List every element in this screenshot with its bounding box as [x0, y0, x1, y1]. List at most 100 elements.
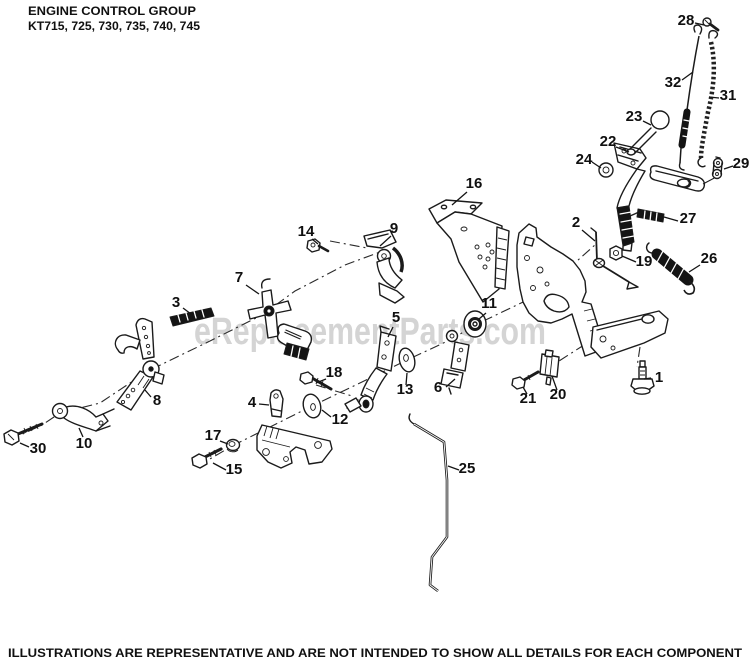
part-21-screw-graphic — [511, 370, 540, 390]
part-12-washer-graphic — [302, 393, 322, 419]
leader-line — [522, 386, 528, 395]
part-number-label: 21 — [520, 390, 537, 407]
leader-line — [642, 120, 652, 126]
part-10-link-graphic — [51, 402, 115, 432]
callout-2: 2 — [572, 214, 596, 242]
callout-layer: 1234567891011121314151617181920212223242… — [19, 12, 750, 478]
part-number-label: 19 — [636, 253, 653, 270]
leader-line — [591, 161, 602, 169]
callout-14: 14 — [298, 223, 319, 245]
callout-32: 32 — [665, 71, 694, 91]
part-number-label: 20 — [550, 386, 567, 403]
leader-line — [621, 255, 637, 263]
part-number-label: 16 — [466, 175, 483, 192]
leader-line — [245, 284, 260, 295]
part-7-lever-graphic — [247, 278, 313, 361]
leader-line — [451, 191, 468, 206]
callout-1: 1 — [643, 369, 663, 386]
part-number-label: 30 — [30, 440, 47, 457]
leader-line — [405, 372, 408, 386]
leader-line — [212, 462, 227, 471]
part-19-nut-graphic — [609, 245, 623, 261]
part-number-label: 23 — [626, 108, 643, 125]
leader-line — [144, 389, 152, 398]
leader-line — [681, 71, 694, 81]
part-number-label: 6 — [434, 379, 442, 396]
part-1-screw-graphic — [630, 360, 655, 395]
leader-line — [78, 427, 84, 438]
part-18-screw-graphic — [299, 371, 333, 391]
part-number-label: 27 — [680, 210, 697, 227]
leader-line — [478, 312, 487, 320]
leader-line — [311, 238, 319, 245]
part-8-lever-graphic — [114, 317, 165, 411]
part-30-bolt-graphic — [3, 422, 44, 446]
part-28-screw-graphic — [702, 17, 720, 32]
part-number-label: 32 — [665, 74, 682, 91]
leader-line — [19, 442, 30, 448]
callout-18: 18 — [315, 364, 343, 384]
callout-23: 23 — [626, 108, 652, 126]
watermark-text: eReplacementParts.com — [194, 311, 546, 353]
callout-19: 19 — [621, 253, 653, 270]
callout-15: 15 — [212, 461, 242, 478]
part-number-label: 5 — [392, 309, 400, 326]
part-number-label: 8 — [153, 392, 161, 409]
leader-line — [182, 307, 192, 315]
callout-8: 8 — [144, 389, 161, 409]
part-25-rod-graphic — [408, 413, 449, 593]
part-20-clip-graphic — [539, 349, 560, 386]
part-31-cable-graphic — [697, 29, 719, 168]
part-13-washer-graphic — [398, 347, 416, 373]
callout-5: 5 — [387, 309, 400, 338]
callout-31: 31 — [708, 87, 736, 104]
diagram-title: ENGINE CONTROL GROUP — [28, 4, 196, 18]
leader-line — [694, 22, 705, 26]
leader-line — [379, 235, 392, 247]
part-number-label: 1 — [655, 369, 663, 386]
part-number-label: 29 — [733, 155, 750, 172]
part-number-label: 26 — [701, 250, 718, 267]
part-11-bushing-graphic — [463, 310, 487, 338]
part-number-label: 7 — [235, 269, 243, 286]
leader-line — [615, 146, 630, 153]
callout-24: 24 — [576, 151, 602, 169]
part-22-lever-graphic — [613, 142, 721, 252]
part-16-bracket-graphic — [428, 199, 532, 303]
callout-26: 26 — [688, 250, 718, 273]
leader-line — [315, 378, 327, 384]
part-2-pin-graphic — [590, 227, 639, 290]
leader-line — [551, 375, 558, 391]
part-15-bolt-graphic — [191, 447, 223, 469]
part-number-label: 22 — [600, 133, 617, 150]
part-number-label: 14 — [298, 223, 315, 240]
part-number-label: 18 — [326, 364, 343, 381]
part-number-label: 17 — [205, 427, 222, 444]
part-6-lever-graphic — [440, 329, 470, 395]
part-27-spring-graphic — [629, 208, 665, 223]
part-number-label: 10 — [76, 435, 93, 452]
part-number-label: 24 — [576, 151, 593, 168]
part-3-pin-graphic — [169, 307, 215, 327]
leader-line — [708, 96, 720, 99]
callout-13: 13 — [397, 372, 414, 398]
callout-22: 22 — [600, 133, 630, 153]
callout-20: 20 — [550, 375, 567, 403]
callout-29: 29 — [723, 155, 750, 172]
callout-10: 10 — [76, 427, 93, 452]
part-number-label: 13 — [397, 381, 414, 398]
part-17-nut-graphic — [225, 438, 241, 453]
part-23-knob-graphic — [626, 110, 670, 156]
callout-21: 21 — [520, 386, 537, 407]
leader-line — [581, 229, 596, 242]
callout-9: 9 — [379, 220, 398, 247]
callout-30: 30 — [19, 440, 47, 457]
leader-line — [723, 165, 734, 170]
callout-27: 27 — [663, 210, 697, 227]
leader-line — [445, 378, 456, 388]
leader-line — [643, 377, 652, 380]
part-number-label: 4 — [248, 394, 257, 411]
part-4-lever-graphic — [256, 389, 333, 469]
